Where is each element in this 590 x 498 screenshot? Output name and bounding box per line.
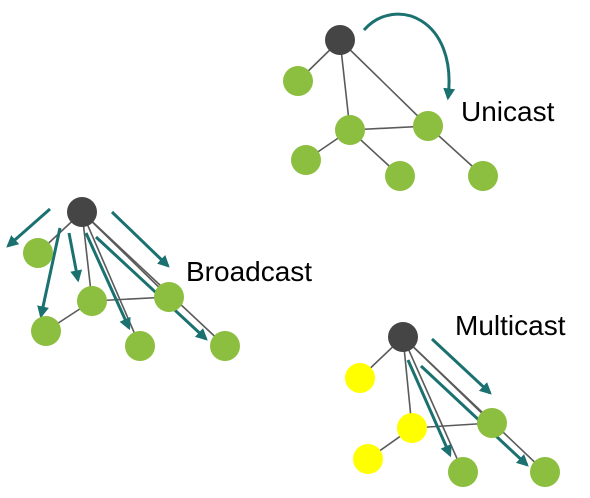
broadcast-group: Broadcast xyxy=(6,197,312,361)
unicast-node xyxy=(468,161,498,191)
multicast-label: Multicast xyxy=(455,310,566,341)
multicast-arrows xyxy=(406,337,529,467)
multicast-member-node xyxy=(345,363,375,393)
unicast-arrow xyxy=(362,12,456,101)
unicast-node xyxy=(385,161,415,191)
multicast-edges xyxy=(359,336,546,473)
multicast-group: Multicast xyxy=(345,310,566,487)
broadcast-node xyxy=(31,316,61,346)
unicast-target-node xyxy=(413,111,443,141)
multicast-member-node xyxy=(397,413,427,443)
broadcast-node xyxy=(154,282,184,312)
broadcast-node xyxy=(125,331,155,361)
broadcast-label: Broadcast xyxy=(186,256,312,287)
broadcast-node xyxy=(77,286,107,316)
multicast-node xyxy=(448,457,478,487)
unicast-node xyxy=(283,66,313,96)
broadcast-arrows xyxy=(6,207,208,341)
multicast-node xyxy=(530,457,560,487)
broadcast-node xyxy=(210,331,240,361)
multicast-member-node xyxy=(353,444,383,474)
unicast-node xyxy=(335,115,365,145)
unicast-source-node xyxy=(325,25,355,55)
multicast-node xyxy=(477,408,507,438)
multicast-source-node xyxy=(388,322,418,352)
unicast-group: Unicast xyxy=(283,12,555,191)
unicast-node xyxy=(291,145,321,175)
broadcast-source-node xyxy=(67,197,97,227)
unicast-edges xyxy=(297,39,484,177)
broadcast-node xyxy=(23,238,53,268)
unicast-label: Unicast xyxy=(461,96,555,127)
